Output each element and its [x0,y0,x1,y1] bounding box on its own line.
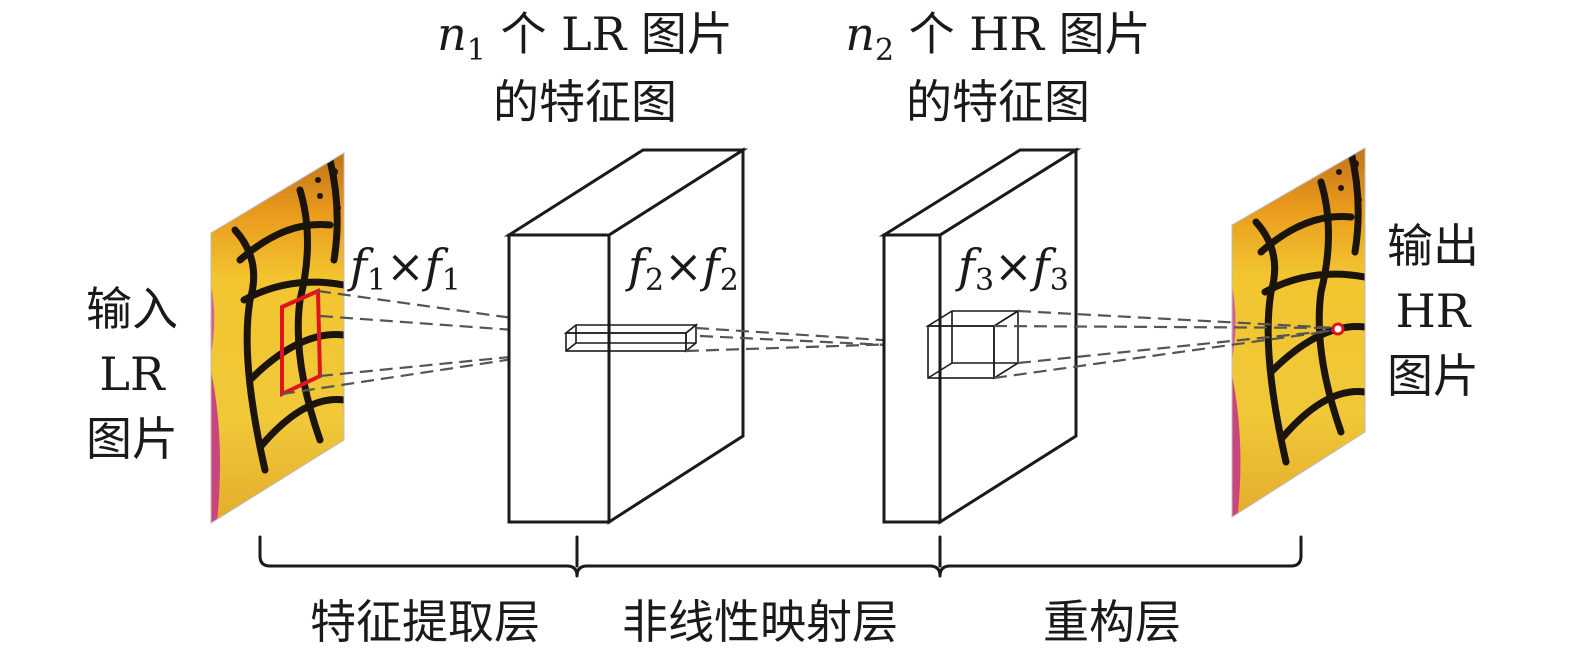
stage-feature-extraction: 特征提取层 [310,595,540,649]
input-label: 输入 LR 图片 [86,282,178,466]
feature-block-2 [878,147,1082,525]
lr-feature-maps-label-line1: n1 个 LR 图片 [437,7,733,68]
stage-nonlinear-mapping: 非线性映射层 [622,595,898,649]
output-label-line2: HR [1396,284,1472,338]
stage-reconstruction: 重构层 [1043,595,1181,649]
hr-feature-maps-label-line2: 的特征图 [906,75,1090,129]
filter-size-1: f1×f1 [347,239,461,298]
filter-size-3: f3×f3 [955,239,1069,298]
output-pixel [1331,322,1345,336]
input-label-line2: LR [99,347,166,401]
hr-feature-maps-label-line1: n2 个 HR 图片 [845,7,1150,68]
feature-block-1 [503,147,749,525]
input-label-line1: 输入 [86,282,178,336]
stage-brace [258,535,1303,578]
projection-lines-3 [993,309,1339,380]
filter-cube-2 [563,323,699,353]
lr-feature-maps-label-line2: 的特征图 [493,75,677,129]
output-label: 输出 HR 图片 [1387,219,1479,403]
output-label-line1: 输出 [1387,219,1479,273]
output-label-line3: 图片 [1387,349,1479,403]
input-label-line3: 图片 [86,412,178,466]
